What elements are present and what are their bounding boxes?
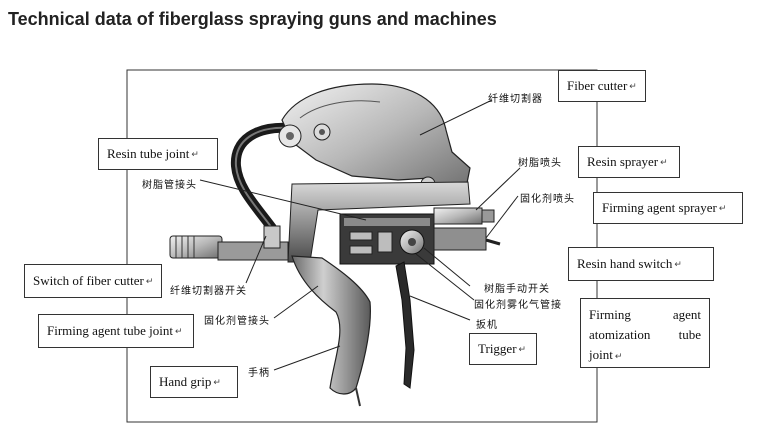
gun-body (287, 181, 471, 263)
cn-label-resin-tube-joint: 树脂管接头 (142, 180, 197, 191)
cn-label-fiber-cutter-switch: 纤维切割器开关 (170, 286, 247, 297)
fiber-cutter-housing (281, 83, 471, 193)
label-firming-agent-atomization-tube-joint: Firming agent atomization tube joint↵ (580, 298, 710, 368)
cn-label-hardener-atomizing-tube-joint: 固化剂雾化气管接 (474, 300, 562, 311)
trigger (395, 261, 415, 389)
label-firming-agent-tube-joint: Firming agent tube joint↵ (38, 314, 194, 348)
cn-label-trigger: 扳机 (476, 320, 498, 331)
cn-label-resin-nozzle: 树脂喷头 (518, 158, 562, 169)
page-title: Technical data of fiberglass spraying gu… (8, 9, 497, 29)
resin-nozzle (433, 207, 483, 225)
leader-lines (199, 99, 521, 371)
label-fiber-cutter: Fiber cutter↵ (558, 70, 646, 102)
cn-label-handle: 手柄 (248, 368, 270, 379)
diagram-frame (126, 69, 598, 423)
label-firming-agent-sprayer: Firming agent sprayer↵ (593, 192, 743, 224)
label-hand-grip: Hand grip↵ (150, 366, 238, 398)
label-resin-sprayer: Resin sprayer↵ (578, 146, 680, 178)
cn-label-fiber-cutter: 纤维切割器 (488, 94, 543, 105)
hand-grip (291, 255, 371, 395)
label-resin-tube-joint: Resin tube joint↵ (98, 138, 218, 170)
hardener-nozzle (433, 227, 487, 251)
label-trigger: Trigger↵ (469, 333, 537, 365)
label-resin-hand-switch: Resin hand switch↵ (568, 247, 714, 281)
cn-label-hardener-nozzle: 固化剂喷头 (520, 194, 575, 205)
label-switch-of-fiber-cutter: Switch of fiber cutter↵ (24, 264, 162, 298)
cn-label-resin-manual-switch: 树脂手动开关 (484, 284, 550, 295)
cn-label-hardener-tube-joint: 固化剂管接头 (204, 316, 270, 327)
resin-tube-fitting (169, 235, 223, 259)
